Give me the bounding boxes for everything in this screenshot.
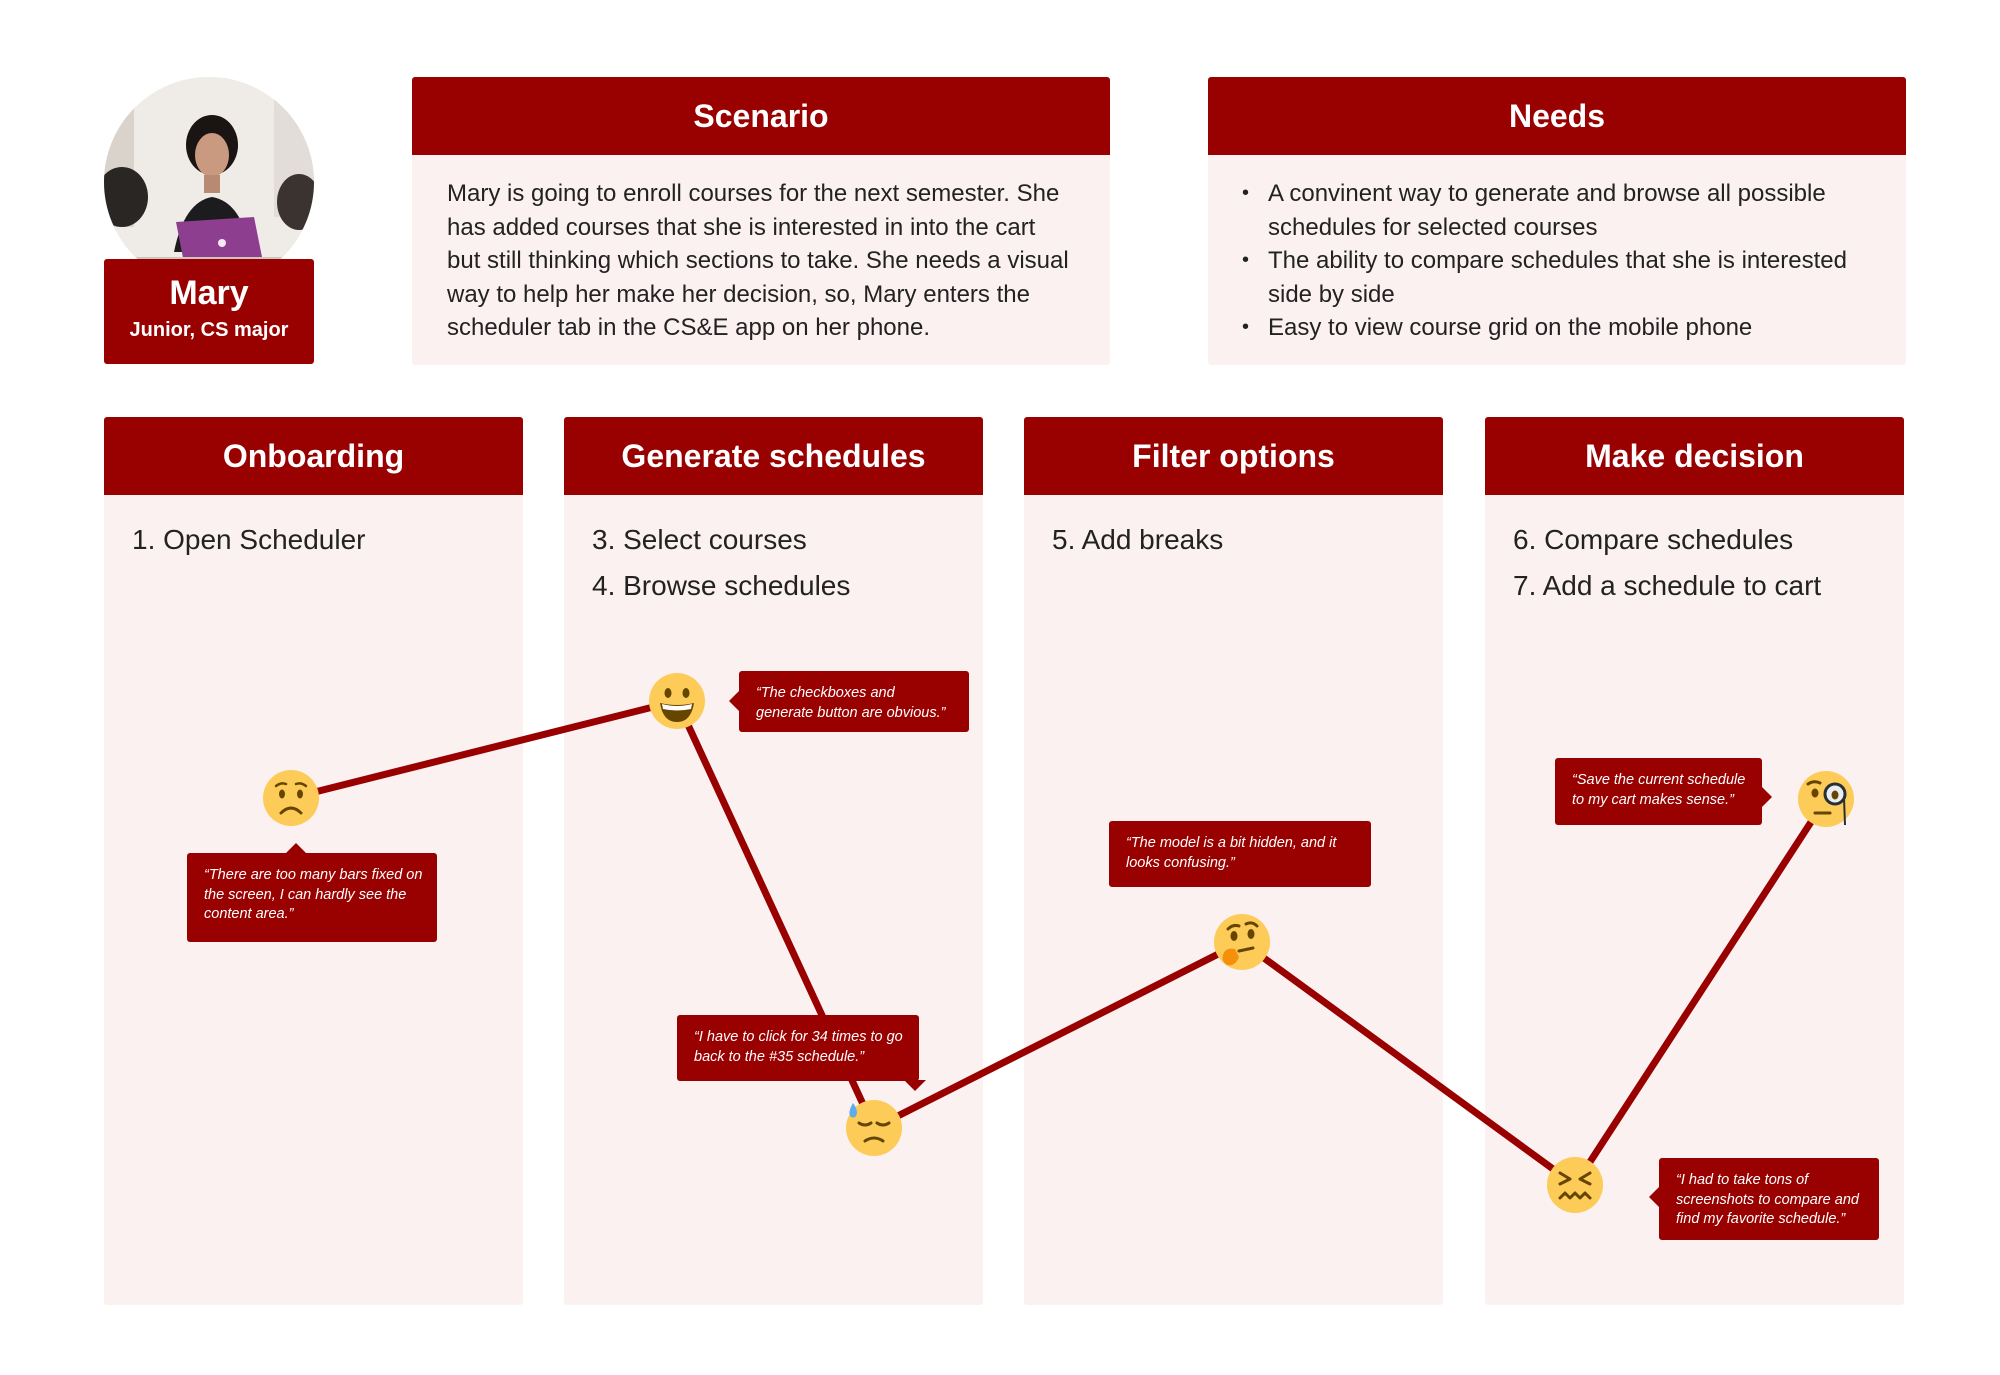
downcast-sweat-face-icon	[845, 1099, 903, 1157]
needs-item: The ability to compare schedules that sh…	[1242, 244, 1886, 311]
stage-title: Make decision	[1485, 417, 1904, 495]
step-item: 1. Open Scheduler	[132, 524, 366, 555]
quote-bubble: “I had to take tons of screenshots to co…	[1649, 1158, 1879, 1240]
quote-bubble: “I have to click for 34 times to go back…	[677, 1015, 926, 1091]
scenario-title: Scenario	[412, 77, 1110, 155]
quote-bubble: “The model is a bit hidden, and it looks…	[1109, 821, 1371, 887]
stage-title: Onboarding	[104, 417, 523, 495]
stage-body: 5. Add breaks	[1024, 495, 1443, 1305]
thinking-face-icon	[1213, 913, 1271, 971]
quote-bubble: “There are too many bars fixed on the sc…	[187, 843, 437, 942]
needs-item: A convinent way to generate and browse a…	[1242, 177, 1886, 244]
stage-steps: 5. Add breaks	[1024, 495, 1443, 563]
worried-face-icon	[262, 769, 320, 827]
stage-steps: 1. Open Scheduler	[104, 495, 523, 563]
confounded-face-icon	[1546, 1156, 1604, 1214]
needs-list: A convinent way to generate and browse a…	[1208, 155, 1906, 345]
scenario-body: Mary is going to enroll courses for the …	[412, 155, 1110, 365]
persona-photo-illustration	[104, 77, 314, 287]
quote-bubble: “The checkboxes and generate button are …	[729, 671, 969, 732]
stage-steps: 3. Select courses 4. Browse schedules	[564, 495, 983, 609]
step-item: 6. Compare schedules	[1513, 524, 1794, 555]
step-item: 5. Add breaks	[1052, 524, 1224, 555]
stage-body: 3. Select courses 4. Browse schedules	[564, 495, 983, 1305]
needs-body: A convinent way to generate and browse a…	[1208, 155, 1906, 365]
stage-title: Filter options	[1024, 417, 1443, 495]
step-item: 4. Browse schedules	[592, 570, 851, 601]
needs-title: Needs	[1208, 77, 1906, 155]
persona-role: Junior, CS major	[129, 319, 289, 341]
scenario-card: Scenario Mary is going to enroll courses…	[412, 77, 1110, 365]
step-item: 3. Select courses	[592, 524, 807, 555]
grinning-face-icon	[648, 672, 706, 730]
stage-title: Generate schedules	[564, 417, 983, 495]
monocle-face-icon	[1797, 770, 1855, 828]
stage-steps: 6. Compare schedules 7. Add a schedule t…	[1485, 495, 1904, 609]
scenario-text: Mary is going to enroll courses for the …	[447, 180, 1069, 341]
persona-avatar	[104, 77, 314, 287]
persona-name: Mary	[169, 274, 249, 312]
needs-card: Needs A convinent way to generate and br…	[1208, 77, 1906, 365]
stage-generate-schedules: Generate schedules 3. Select courses 4. …	[564, 417, 983, 1305]
step-item: 7. Add a schedule to cart	[1513, 570, 1822, 601]
persona-card: Mary Junior, CS major	[104, 259, 314, 364]
needs-item: Easy to view course grid on the mobile p…	[1242, 311, 1886, 345]
quote-bubble: “Save the current schedule to my cart ma…	[1555, 758, 1772, 825]
